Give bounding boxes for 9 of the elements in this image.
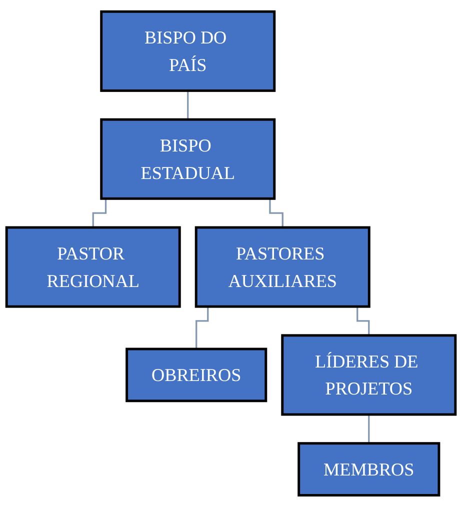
node-box: BISPO DO PAÍS (100, 10, 276, 92)
node-box: PASTORES AUXILIARES (194, 226, 370, 308)
node-box: MEMBROS (298, 442, 440, 497)
connector (187, 90, 189, 120)
node-box: BISPO ESTADUAL (100, 118, 276, 200)
node-box: PASTOR REGIONAL (5, 226, 181, 308)
node-box: LÍDERES DE PROJETOS (281, 334, 457, 416)
node-box: OBREIROS (126, 348, 268, 402)
connector (368, 414, 370, 444)
